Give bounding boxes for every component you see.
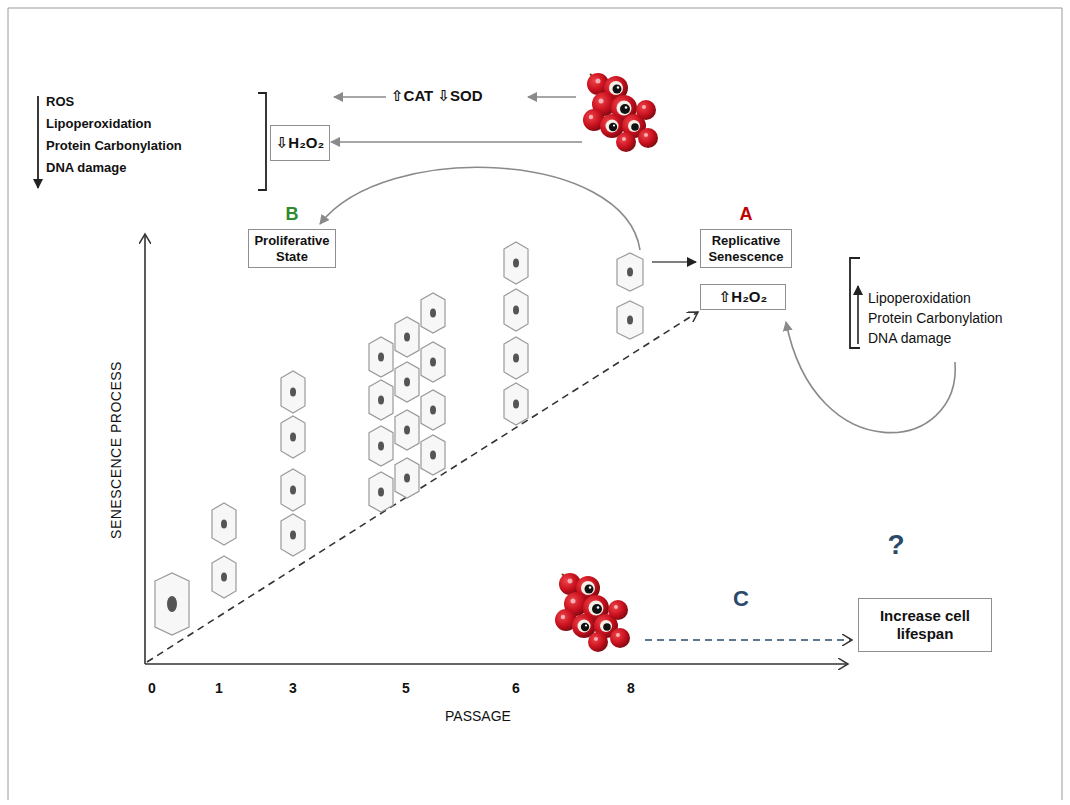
box-text: Proliferative State xyxy=(254,233,330,264)
tick-label: 8 xyxy=(627,680,635,697)
cell-nucleus xyxy=(404,378,410,387)
cell xyxy=(369,337,393,377)
cell-nucleus xyxy=(378,353,384,362)
cell-nucleus xyxy=(513,354,519,363)
cell-nucleus xyxy=(290,433,296,442)
box-text: Replicative Senescence xyxy=(706,233,786,264)
cell-nucleus xyxy=(430,309,436,318)
cell-nucleus xyxy=(430,406,436,415)
effect-text: Lipoperoxidation xyxy=(46,116,151,132)
cell-nucleus xyxy=(378,442,384,451)
dashed-arrow xyxy=(645,639,852,641)
feedback-arrow xyxy=(786,322,955,433)
cell xyxy=(281,514,305,556)
box-text: Increase cell lifespan xyxy=(865,607,985,643)
outcome-box: Increase cell lifespan xyxy=(858,598,992,652)
effect-text: Protein Carbonylation xyxy=(46,138,182,154)
cell-nucleus xyxy=(513,259,519,268)
cell-nucleus xyxy=(430,358,436,367)
box-text: ⇧H₂O₂ xyxy=(706,288,780,306)
cell xyxy=(281,416,305,458)
cell xyxy=(504,242,528,284)
cell-nucleus xyxy=(290,531,296,540)
cell xyxy=(421,342,445,382)
bracket xyxy=(258,93,266,190)
cell-nucleus xyxy=(290,486,296,495)
level-box: ⇧H₂O₂ xyxy=(700,284,786,310)
tick-label: 0 xyxy=(148,680,156,697)
cell xyxy=(395,410,419,450)
cell-nucleus xyxy=(404,426,410,435)
cell-nucleus xyxy=(430,451,436,460)
tick-label: 5 xyxy=(402,680,410,697)
cell xyxy=(395,317,419,357)
cell xyxy=(421,390,445,430)
cell-nucleus xyxy=(167,596,177,612)
cell-nucleus xyxy=(404,474,410,483)
cell-nucleus xyxy=(627,268,633,277)
cell-nucleus xyxy=(378,396,384,405)
tick-label: 6 xyxy=(512,680,520,697)
x-axis xyxy=(145,663,848,665)
guarana-fruit xyxy=(555,573,630,652)
curved-arrow xyxy=(320,167,640,250)
cell-nucleus xyxy=(513,306,519,315)
cell xyxy=(617,253,643,291)
effect-text: ROS xyxy=(46,94,74,110)
effect-text: Protein Carbonylation xyxy=(868,310,1003,327)
guarana-fruit xyxy=(583,73,658,152)
effect-text: DNA damage xyxy=(46,160,126,176)
grey-arrow xyxy=(331,141,582,143)
cell-nucleus xyxy=(221,573,227,582)
cell xyxy=(281,469,305,511)
cell xyxy=(155,573,189,635)
cell xyxy=(421,435,445,475)
cell xyxy=(395,458,419,498)
state-box: AReplicative Senescence xyxy=(700,229,792,268)
state-box: BProliferative State xyxy=(248,229,336,268)
level-box: ⇩H₂O₂ xyxy=(270,125,330,161)
axis-title: SENESCENCE PROCESS xyxy=(108,361,125,539)
increase-arrow xyxy=(857,286,859,344)
grey-arrow xyxy=(334,96,386,98)
cells xyxy=(155,242,643,635)
callout-letter: C xyxy=(733,586,749,612)
question-mark: ? xyxy=(887,528,904,562)
cell-nucleus xyxy=(290,388,296,397)
callout-letter: B xyxy=(249,204,335,225)
cell-nucleus xyxy=(627,316,633,325)
cell xyxy=(395,362,419,402)
cell-nucleus xyxy=(378,488,384,497)
cell-nucleus xyxy=(221,520,227,529)
enzyme-text: ⇧CAT ⇩SOD xyxy=(391,87,483,105)
cell xyxy=(369,426,393,466)
y-axis xyxy=(144,234,146,664)
effect-text: Lipoperoxidation xyxy=(868,290,971,307)
trend-line xyxy=(147,312,698,662)
effect-text: DNA damage xyxy=(868,330,951,347)
cell xyxy=(617,301,643,339)
callout-letter: A xyxy=(701,204,791,225)
cell xyxy=(212,556,236,598)
cell xyxy=(369,472,393,512)
bracket xyxy=(850,258,860,348)
cell-nucleus xyxy=(513,400,519,409)
arrow xyxy=(652,261,696,263)
cell-nucleus xyxy=(404,333,410,342)
cell xyxy=(281,371,305,413)
cell xyxy=(212,503,236,545)
grey-arrow xyxy=(528,96,576,98)
decrease-arrow xyxy=(37,96,39,188)
cell xyxy=(504,383,528,425)
axis-title: PASSAGE xyxy=(445,708,511,725)
cell xyxy=(421,293,445,333)
cell xyxy=(504,289,528,331)
tick-label: 1 xyxy=(215,680,223,697)
box-text: ⇩H₂O₂ xyxy=(275,134,325,152)
frame xyxy=(8,8,1062,800)
tick-label: 3 xyxy=(289,680,297,697)
cell xyxy=(369,380,393,420)
cell xyxy=(504,337,528,379)
